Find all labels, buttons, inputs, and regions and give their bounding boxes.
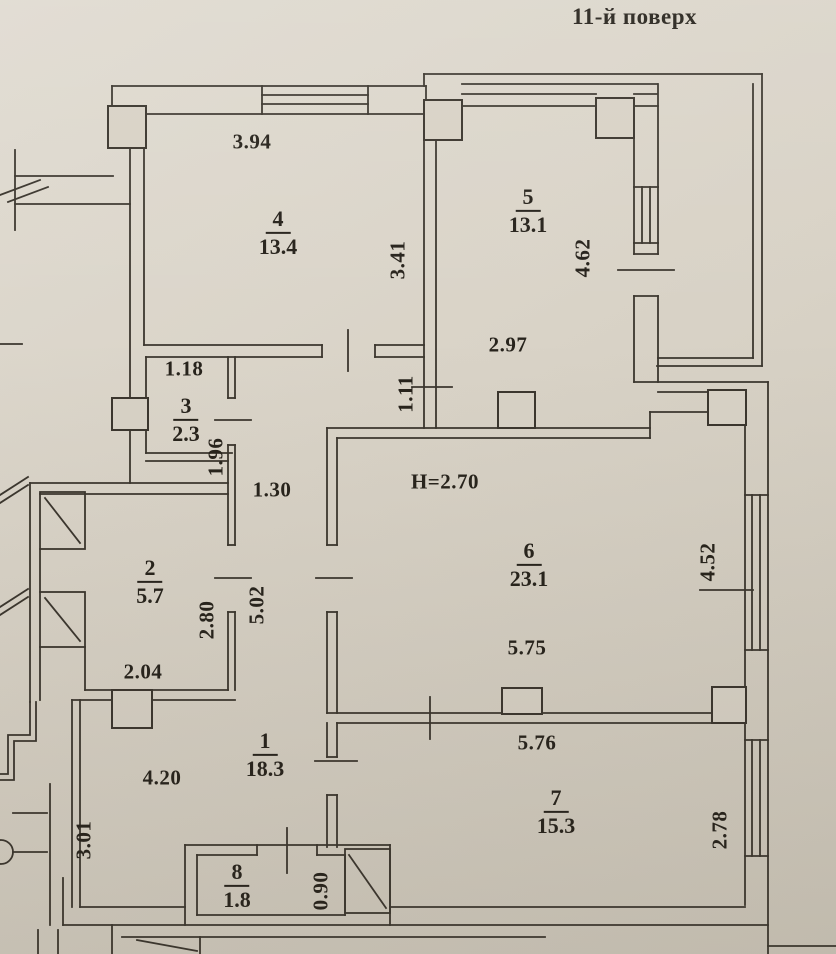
bottom-walls [37,906,769,954]
room-2-area: 5.7 [136,582,164,608]
room-3-label: 3 2.3 [172,393,200,446]
room-2-label: 2 5.7 [136,555,164,608]
balcony-walls [656,73,763,367]
room-1-area: 18.3 [245,755,285,781]
room-4-area: 13.4 [258,233,298,259]
room8-walls [184,827,391,926]
room-1-label: 1 18.3 [245,728,285,781]
dim-room7-depth: 2.78 [707,810,732,850]
room4-bottom-wall [143,329,425,372]
dim-room4-width: 3.94 [232,129,272,154]
room4-room5-divider [411,139,453,429]
room-2-number: 2 [137,555,163,583]
dim-room5-width: 2.97 [488,332,528,357]
floor-title: 11-й поверх [572,4,697,29]
room-4-label: 4 13.4 [258,206,298,259]
room-7-area: 15.3 [536,812,576,838]
room6-top-wall [326,411,709,439]
break-mark-top-left [0,149,131,345]
room-6-area: 23.1 [509,565,549,591]
dim-room2-width: 2.04 [123,659,163,684]
room2-walls [0,475,236,703]
dim-room2-depth: 2.80 [194,600,219,640]
room-6-number: 6 [516,538,542,566]
dim-room6-depth: 4.52 [695,542,720,582]
dim-room3-depth: 1.96 [203,437,228,477]
room7-left-wall [314,722,358,848]
dim-room3-width: 1.18 [164,356,204,381]
dim-opening-width: 1.11 [393,375,418,413]
structural-columns [107,97,747,729]
dim-room5-depth: 4.62 [570,238,595,278]
room1-left-wall [0,699,81,926]
dim-ceiling-height: H=2.70 [410,469,480,494]
room-5-label: 5 13.1 [508,184,548,237]
room-8-number: 8 [224,859,250,887]
room-4-number: 4 [265,206,291,234]
room-6-label: 6 23.1 [509,538,549,591]
room-5-area: 13.1 [508,211,548,237]
corridor-right-wall [315,427,353,714]
corridor-left-wall [214,356,252,691]
dim-room7-width: 5.76 [517,730,557,755]
room-7-label: 7 15.3 [536,785,576,838]
dim-room4-depth: 3.41 [385,240,410,280]
dim-corridor-width: 1.30 [252,477,292,502]
room-1-number: 1 [252,728,278,756]
dim-room8-width: 0.90 [308,871,333,911]
dim-hall-depth: 3.01 [71,820,96,860]
room-3-area: 2.3 [172,420,200,446]
dim-hall-width: 4.20 [142,765,182,790]
room3-walls [145,452,233,462]
right-exterior-wall [699,381,836,954]
room-7-number: 7 [543,785,569,813]
dim-corridor-length: 5.02 [244,585,269,625]
room-3-number: 3 [173,393,199,421]
exterior-top-wall [111,73,763,115]
room-8-label: 8 1.8 [223,859,251,912]
room-5-number: 5 [515,184,541,212]
room-8-area: 1.8 [223,886,251,912]
dim-room6-width: 5.75 [507,635,547,660]
